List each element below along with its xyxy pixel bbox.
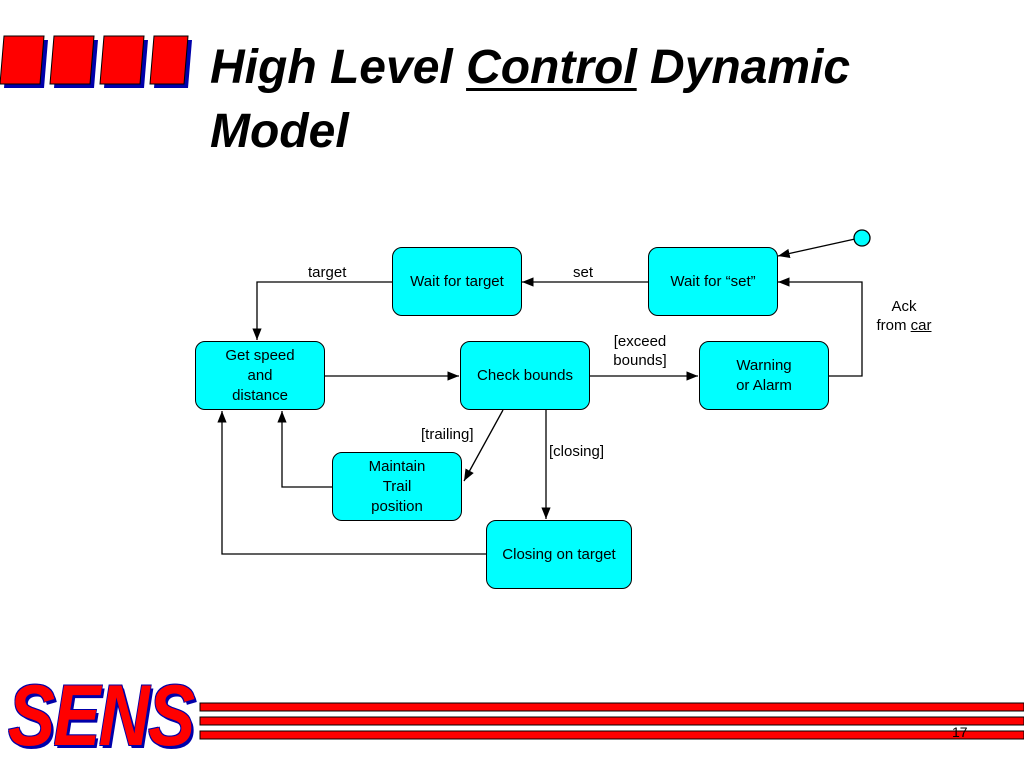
page-number: 17 <box>952 724 968 740</box>
footer-stripes <box>199 702 1024 740</box>
title-part1: High Level <box>210 41 467 94</box>
ack-from: from <box>876 317 911 334</box>
footer-logo-sens: SENS <box>8 668 195 764</box>
state-closing-on-target: Closing on target <box>486 520 632 589</box>
label-ack-from-car: Ack from car <box>866 297 942 335</box>
edge-trailing <box>463 409 504 482</box>
initial-transition <box>777 238 856 259</box>
label-trailing: [trailing] <box>421 426 474 443</box>
initial-state-dot <box>853 229 871 247</box>
label-exceed-bounds: [exceed bounds] <box>613 333 667 369</box>
edge-closing-to-get <box>217 411 486 555</box>
title-part2: Dynamic <box>636 41 851 94</box>
state-wait-for-set: Wait for “set” <box>648 247 778 316</box>
title-line2: Model <box>210 105 349 158</box>
label-set: set <box>573 264 594 281</box>
state-warning-alarm: Warning or Alarm <box>699 341 829 410</box>
logo-stripes <box>0 35 192 88</box>
edge-maintain-to-get <box>277 411 332 488</box>
header-logo-bars <box>0 35 192 88</box>
edge-ack <box>778 277 863 377</box>
edge-target <box>252 281 392 340</box>
state-wait-for-target: Wait for target <box>392 247 522 316</box>
label-closing: [closing] <box>549 443 605 460</box>
title-underlined-word: Control <box>466 41 637 94</box>
ack-line1: Ack <box>891 298 917 315</box>
state-maintain-trail: Maintain Trail position <box>332 452 462 521</box>
label-target: target <box>308 264 347 281</box>
state-check-bounds: Check bounds <box>460 341 590 410</box>
state-get-speed-distance: Get speed and distance <box>195 341 325 410</box>
ack-car: car <box>910 317 932 334</box>
